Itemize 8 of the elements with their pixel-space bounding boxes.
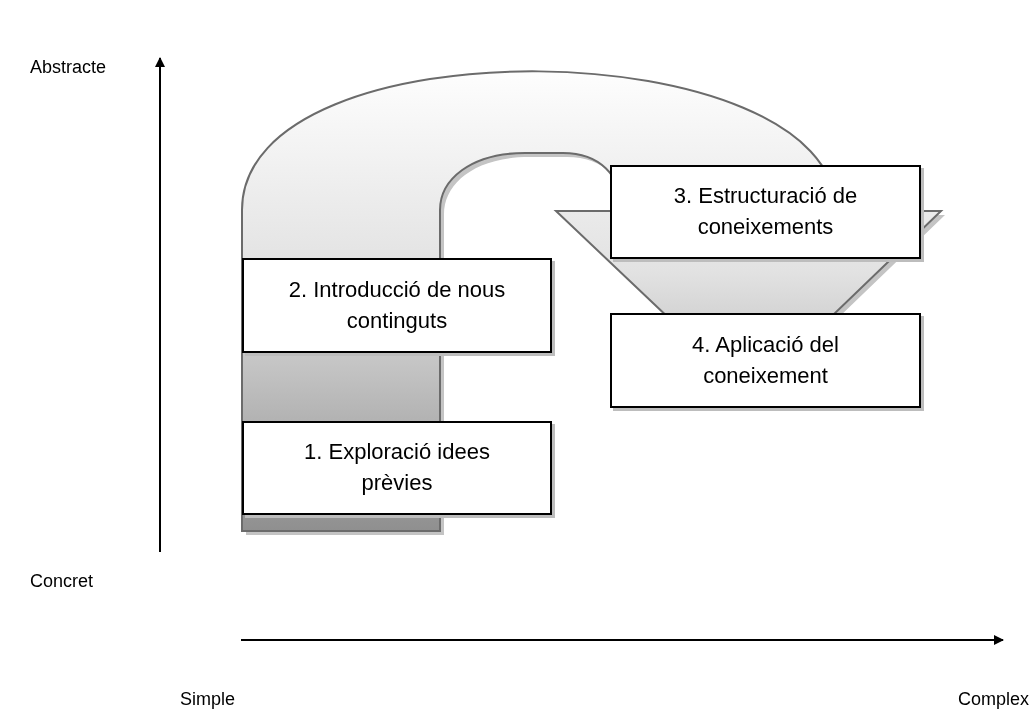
axis-label: Simple bbox=[180, 688, 236, 710]
step-box: 3. Estructuració de coneixements bbox=[610, 165, 921, 259]
axis-label: Abstracte bbox=[30, 56, 107, 79]
axis-label: Concret bbox=[30, 570, 94, 593]
step-box: 1. Exploració idees prèvies bbox=[242, 421, 552, 515]
axis-label: Complex bbox=[958, 688, 1030, 710]
step-box: 2. Introducció de nous continguts bbox=[242, 258, 552, 353]
step-box: 4. Aplicació del coneixement bbox=[610, 313, 921, 408]
